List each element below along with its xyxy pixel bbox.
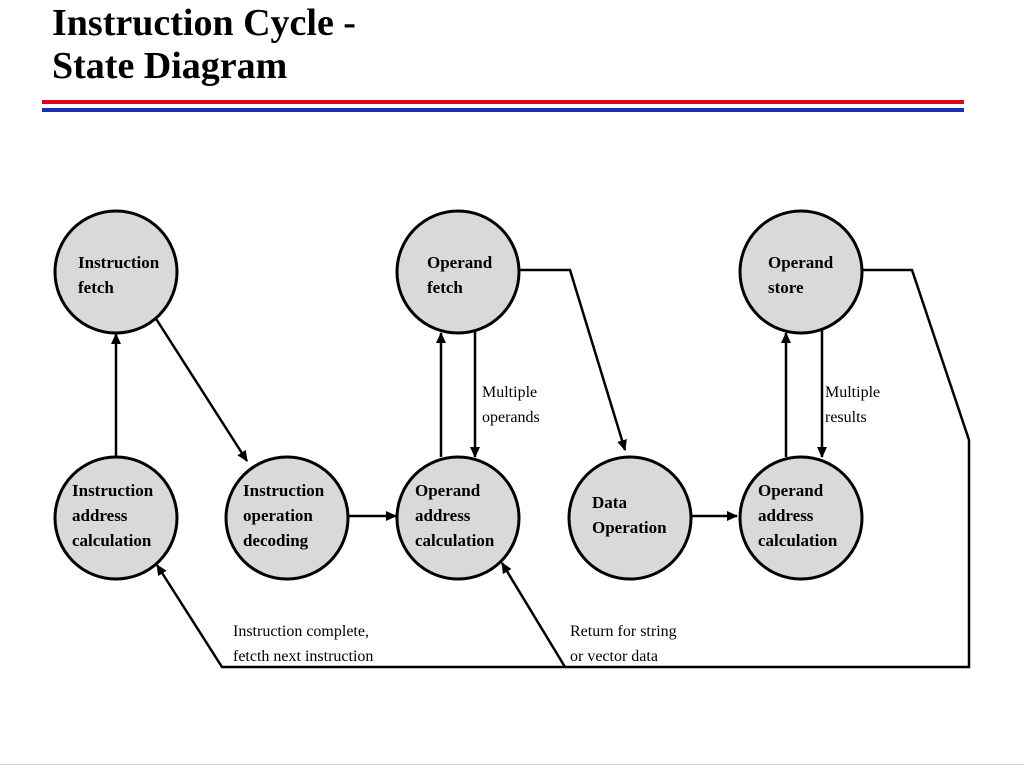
node-label: Operand	[768, 253, 834, 272]
node-label: address	[758, 506, 814, 525]
node-label: operation	[243, 506, 313, 525]
node-label: store	[768, 278, 804, 297]
node-instruction-fetch: Instruction fetch	[53, 209, 179, 335]
label-instruction-complete: Instruction complete, fetcth next instru…	[233, 623, 373, 665]
node-operand-fetch: Operand fetch	[395, 209, 521, 335]
node-circle	[53, 209, 179, 335]
node-label: fetch	[78, 278, 114, 297]
node-instruction-operation-decoding: Instruction operation decoding	[224, 455, 350, 581]
node-circle	[738, 209, 864, 335]
label-line: Instruction complete,	[233, 623, 369, 640]
node-label: Data	[592, 493, 627, 512]
node-circle	[395, 209, 521, 335]
node-operand-address-calculation-2: Operand address calculation	[738, 455, 864, 581]
node-label: Instruction	[243, 481, 325, 500]
title-line-2: State Diagram	[52, 45, 288, 87]
label-multiple-operands: Multiple operands	[482, 384, 540, 426]
node-label: Instruction	[78, 253, 160, 272]
edge-ofetch-to-dataop	[518, 268, 627, 451]
label-line: operands	[482, 409, 540, 426]
node-circle	[224, 455, 350, 581]
label-multiple-results: Multiple results	[825, 384, 880, 426]
node-circle	[567, 455, 693, 581]
node-label: Operand	[427, 253, 493, 272]
edge-ifetch-to-decoding	[151, 313, 249, 462]
label-line: Multiple	[482, 384, 537, 401]
label-line: Multiple	[825, 384, 880, 401]
node-label: address	[415, 506, 471, 525]
title-rule-blue	[42, 108, 964, 112]
label-line: fetcth next instruction	[233, 648, 373, 665]
node-label: address	[72, 506, 128, 525]
node-operand-address-calculation-1: Operand address calculation	[395, 455, 521, 581]
label-line: results	[825, 409, 867, 426]
label-line: or vector data	[570, 648, 658, 665]
node-label: Operation	[592, 518, 667, 537]
node-instruction-address-calculation: Instruction address calculation	[53, 455, 179, 581]
edge-ostore-return-loop	[155, 268, 971, 669]
node-label: decoding	[243, 531, 309, 550]
label-return-for-string: Return for string or vector data	[570, 623, 677, 665]
node-label: Instruction	[72, 481, 154, 500]
node-label: fetch	[427, 278, 463, 297]
title-rule-red	[42, 100, 964, 104]
node-data-operation: Data Operation	[567, 455, 693, 581]
node-operand-store: Operand store	[738, 209, 864, 335]
node-label: calculation	[415, 531, 495, 550]
node-label: calculation	[72, 531, 152, 550]
slide-title: Instruction Cycle - State Diagram	[52, 2, 356, 88]
edge-return-to-oac1	[500, 562, 567, 668]
node-label: Operand	[415, 481, 481, 500]
label-line: Return for string	[570, 623, 677, 640]
node-label: calculation	[758, 531, 838, 550]
title-line-1: Instruction Cycle -	[52, 2, 356, 44]
node-circle	[738, 455, 864, 581]
footer-divider	[0, 764, 1024, 765]
node-label: Operand	[758, 481, 824, 500]
node-circle	[395, 455, 521, 581]
node-circle	[53, 455, 179, 581]
